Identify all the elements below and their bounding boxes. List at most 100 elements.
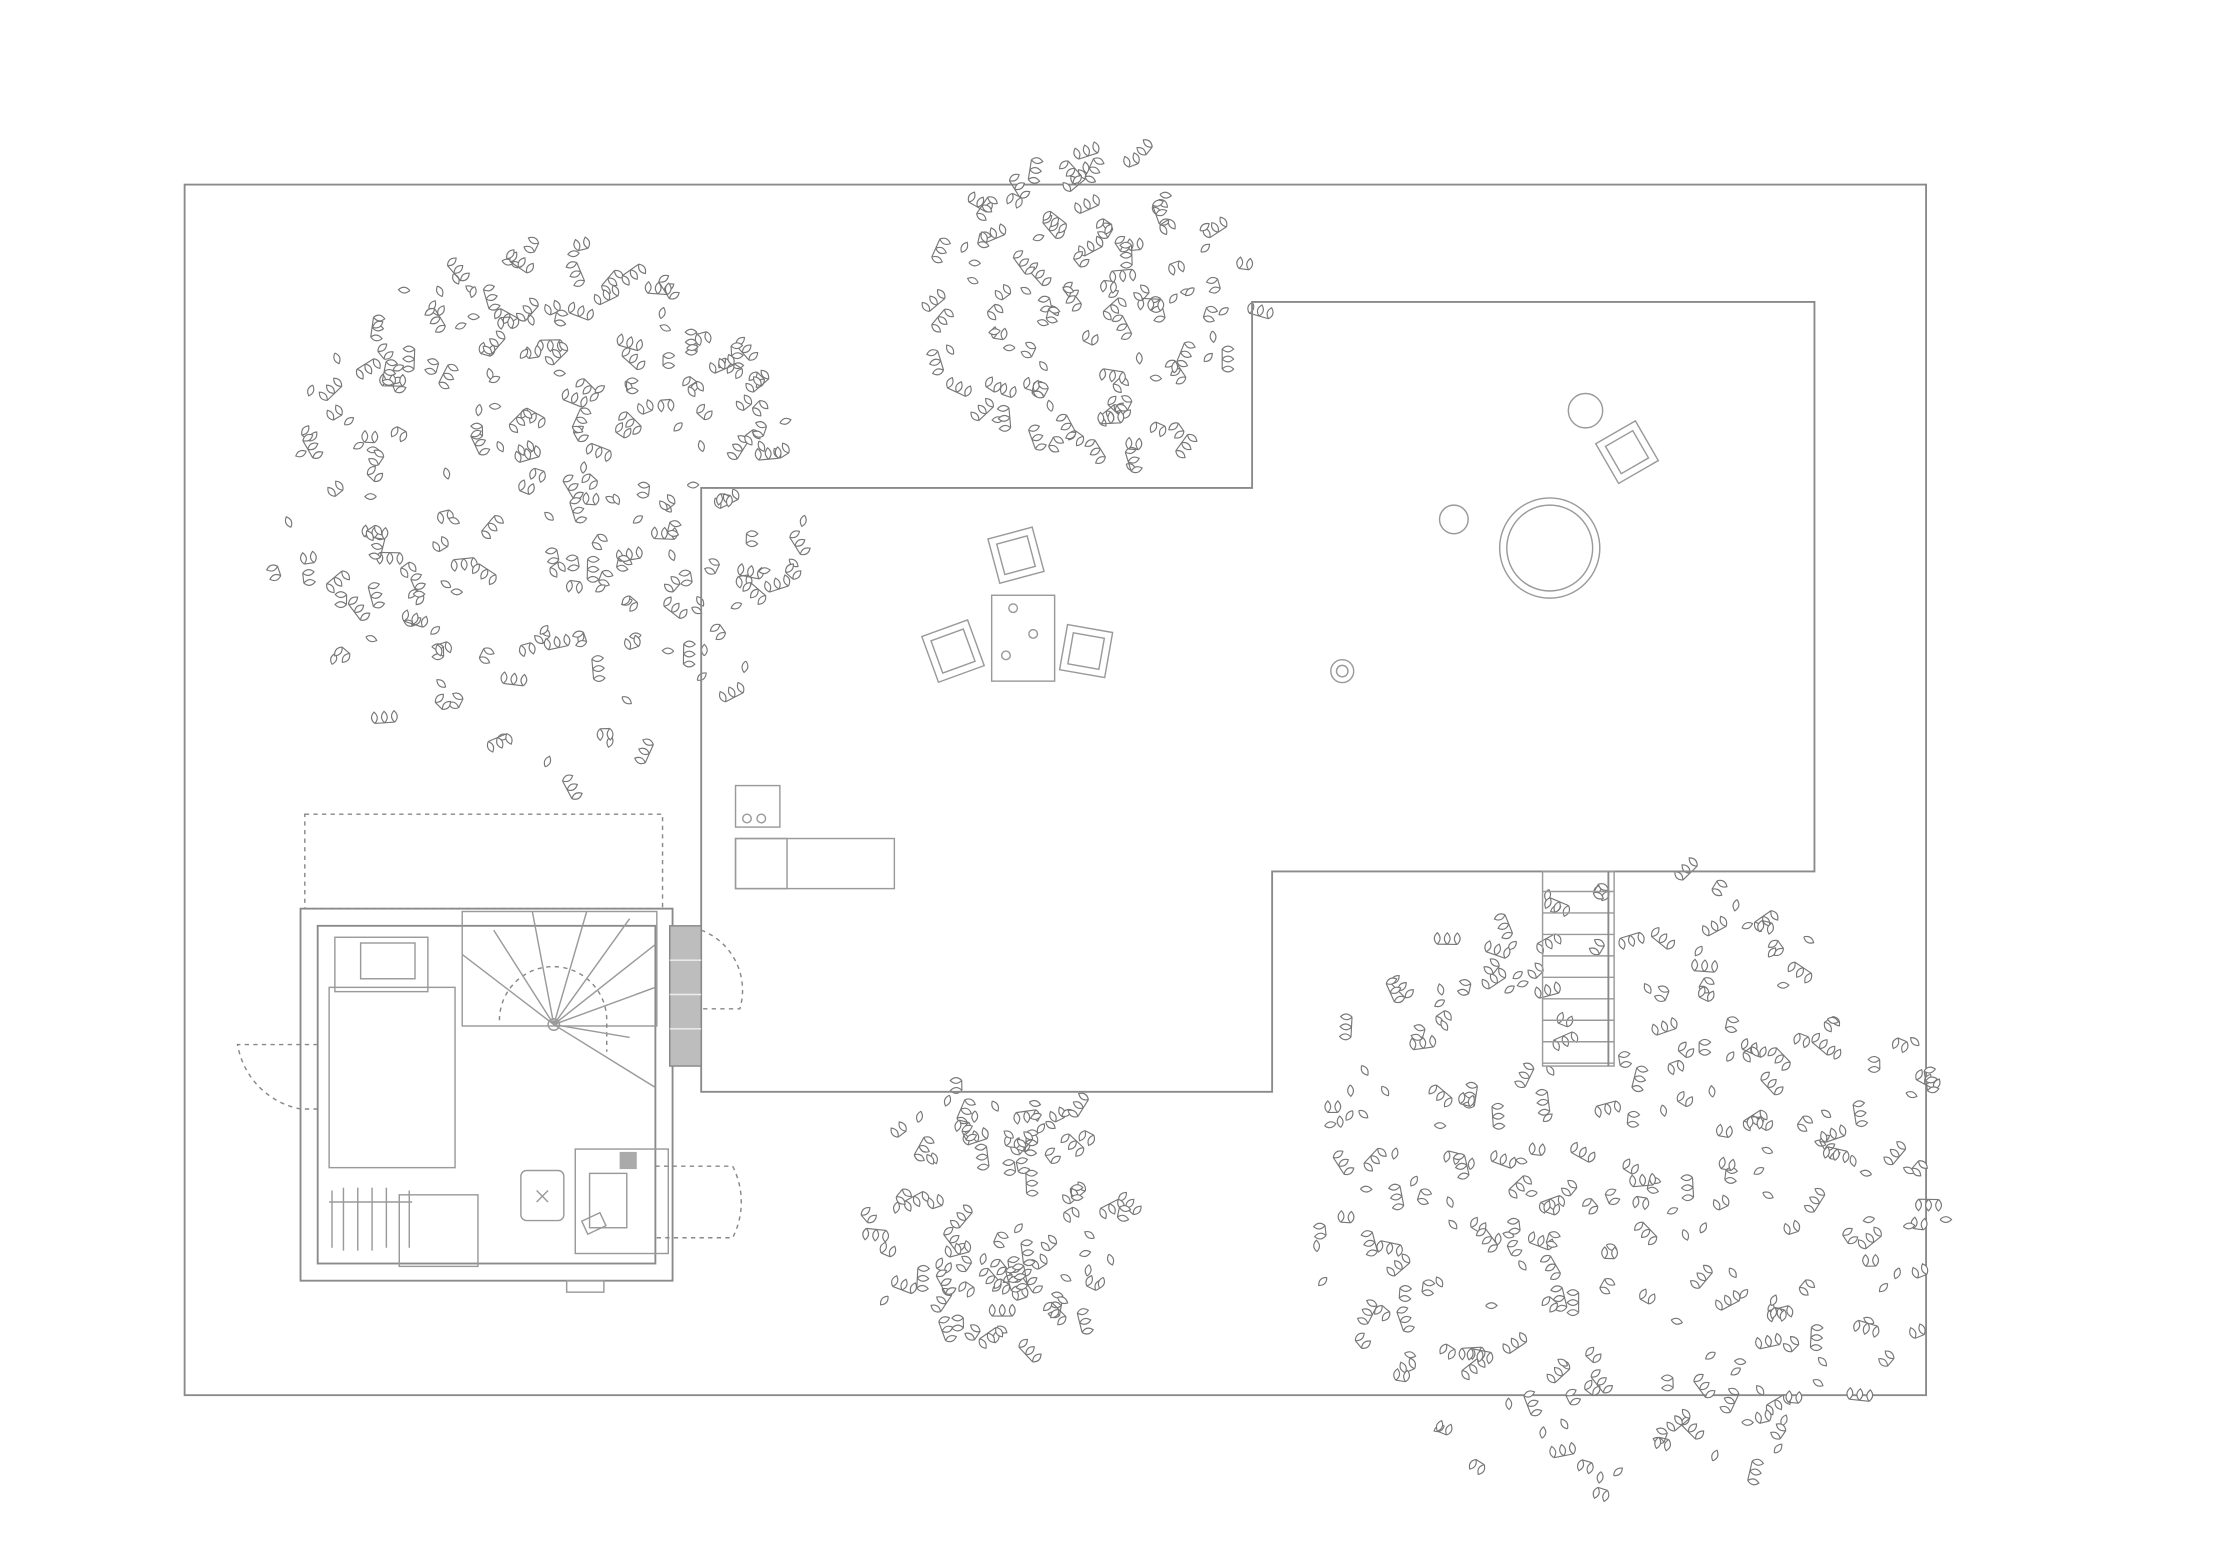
leaf-icon [1347, 1084, 1354, 1098]
leaf-icon [573, 236, 591, 252]
leaf-icon [1762, 1191, 1774, 1199]
leaf-icon [1096, 218, 1113, 235]
leaf-icon [1849, 1154, 1857, 1168]
leaf-icon [326, 404, 343, 421]
leaf-icon [657, 398, 675, 413]
leaf-icon [1862, 1253, 1880, 1267]
leaf-icon [1148, 296, 1166, 323]
leaf-icon [1691, 958, 1719, 973]
leaf-icon [1767, 1047, 1791, 1071]
leaf-icon [1434, 999, 1446, 1008]
leaf-icon [1014, 1223, 1023, 1234]
leaf-icon [621, 595, 638, 612]
leaf-icon [424, 358, 440, 375]
leaf-icon [1119, 241, 1133, 269]
leaf-icon [443, 467, 451, 480]
leaf-icon [1097, 410, 1125, 425]
leaf-icon [571, 630, 588, 648]
leaf-icon [1205, 276, 1221, 294]
leaf-icon [799, 514, 807, 528]
leaf-icon [1015, 1157, 1031, 1175]
stair-tread [493, 929, 555, 1025]
leaf-icon [1493, 913, 1514, 940]
leaf-icon [1078, 1130, 1096, 1147]
leaf-icon [945, 344, 955, 355]
leaf-icon [553, 309, 569, 327]
leaf-icon [618, 411, 642, 435]
leaf-icon [616, 554, 631, 572]
leaf-icon [1506, 1239, 1523, 1257]
leaf-icon [1528, 1231, 1554, 1251]
leaf-icon [964, 1324, 981, 1341]
leaf-icon [408, 588, 425, 606]
leaf-icon [1539, 1254, 1562, 1280]
leaf-icon [544, 341, 569, 366]
leaf-icon [1023, 376, 1040, 392]
dining-table [990, 594, 1056, 682]
leaf-icon [1063, 1206, 1080, 1223]
leaf-icon [1878, 1350, 1895, 1367]
leaf-icon [1910, 1037, 1920, 1047]
leaf-icon [446, 257, 470, 282]
leaf-icon [494, 308, 520, 330]
leaf-icon [1203, 352, 1213, 363]
leaf-icon [1677, 1041, 1695, 1059]
leaf-icon [585, 442, 612, 463]
leaf-icon [1218, 307, 1229, 316]
leaf-icon [686, 481, 700, 489]
leaf-icon [1439, 1343, 1456, 1360]
leaf-icon [668, 549, 676, 562]
leaf-icon [1485, 1302, 1498, 1310]
leaf-icon [1084, 157, 1105, 183]
leaf-icon [1031, 1253, 1048, 1270]
stair-tread [553, 1023, 656, 1089]
leaf-icon [751, 421, 768, 438]
leaf-icon [615, 422, 632, 439]
leaf-icon [424, 307, 446, 333]
side-items [1330, 392, 1660, 684]
leaf-icon [1719, 1387, 1740, 1414]
leaf-icon [697, 439, 705, 453]
leaf-icon [968, 259, 982, 267]
leaf-icon [1024, 1129, 1039, 1157]
leaf-icon [1446, 1196, 1454, 1208]
leaf-icon [1728, 1267, 1737, 1279]
leaf-icon [565, 579, 583, 594]
leaf-icon [1653, 985, 1670, 1003]
leaf-icon [1726, 1051, 1735, 1062]
leaf-icon [1770, 1306, 1787, 1322]
leaf-icon [591, 655, 606, 682]
leaf-icon [567, 301, 594, 321]
leaf-icon [678, 569, 693, 587]
leaf-icon [1701, 915, 1728, 937]
leaf-icon [593, 284, 620, 306]
leaf-icon [549, 561, 566, 578]
leaf-icon [661, 647, 675, 655]
leaf-icon [1100, 279, 1117, 294]
leaf-icon [586, 555, 600, 583]
leaf-icon [1755, 1332, 1782, 1350]
pillow [359, 942, 416, 980]
leaf-icon [1108, 289, 1119, 298]
leaf-icon [785, 563, 802, 580]
leaf-icon [1060, 1274, 1072, 1282]
leaf-icon [1461, 1357, 1486, 1381]
leaf-icon [915, 1110, 924, 1123]
leaf-icon [621, 696, 632, 705]
leaf-icon [976, 196, 998, 221]
leaf-icon [1202, 305, 1219, 323]
planter-icon [1330, 658, 1355, 684]
leaf-icon [1525, 1190, 1538, 1197]
leaf-icon [366, 465, 384, 483]
leaf-icon [1074, 194, 1100, 214]
leaf-icon [1125, 436, 1143, 451]
leaf-icon [1761, 1146, 1774, 1155]
leaf-icon [1312, 1222, 1327, 1240]
spiral-stair [461, 910, 658, 1089]
stair-tread [553, 918, 631, 1025]
leaf-icon [1097, 1276, 1105, 1289]
leaf-icon [960, 241, 969, 253]
leaf-icon [370, 709, 398, 725]
leaf-icon [1631, 1065, 1649, 1093]
leaf-icon [1481, 967, 1507, 990]
